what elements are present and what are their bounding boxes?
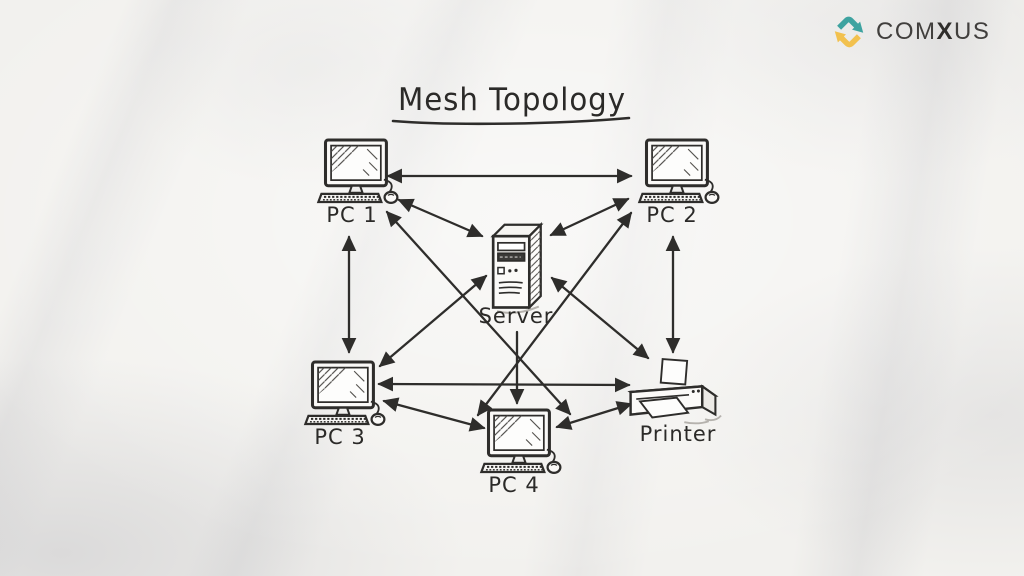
brand-logo: COMXUS: [831, 13, 990, 51]
pc1-computer-icon: [316, 138, 399, 205]
pc2-computer-icon: [637, 138, 720, 205]
diagram-title: Mesh Topology: [398, 82, 626, 118]
node-label-pc2: PC 2: [646, 203, 697, 227]
brand-name-emphasis: X: [936, 18, 955, 45]
pc4-computer-icon: [479, 408, 562, 475]
node-label-printer: Printer: [640, 422, 717, 446]
link-pc1-server: [397, 198, 484, 238]
link-pc2-server: [549, 197, 630, 237]
node-label-server: Server: [479, 304, 554, 328]
node-label-pc4: PC 4: [488, 473, 539, 497]
node-label-pc1: PC 1: [326, 203, 377, 227]
link-pc3-server: [378, 274, 488, 368]
node-label-pc3: PC 3: [314, 425, 365, 449]
connection-lines: [341, 168, 681, 432]
server-tower-icon: [491, 223, 543, 315]
link-pc3-pc4: [382, 397, 486, 432]
link-server-printer: [550, 276, 650, 360]
pc3-computer-icon: [303, 360, 386, 427]
swap-arrows-icon: [834, 16, 864, 48]
brand-name: COMXUS: [876, 13, 990, 51]
printer-icon: [629, 357, 722, 425]
title-underline: [391, 116, 631, 126]
brand-name-suffix: US: [954, 18, 991, 45]
brand-name-prefix: COM: [876, 18, 937, 45]
link-pc3-printer: [377, 376, 631, 393]
link-pc4-printer: [555, 401, 633, 430]
